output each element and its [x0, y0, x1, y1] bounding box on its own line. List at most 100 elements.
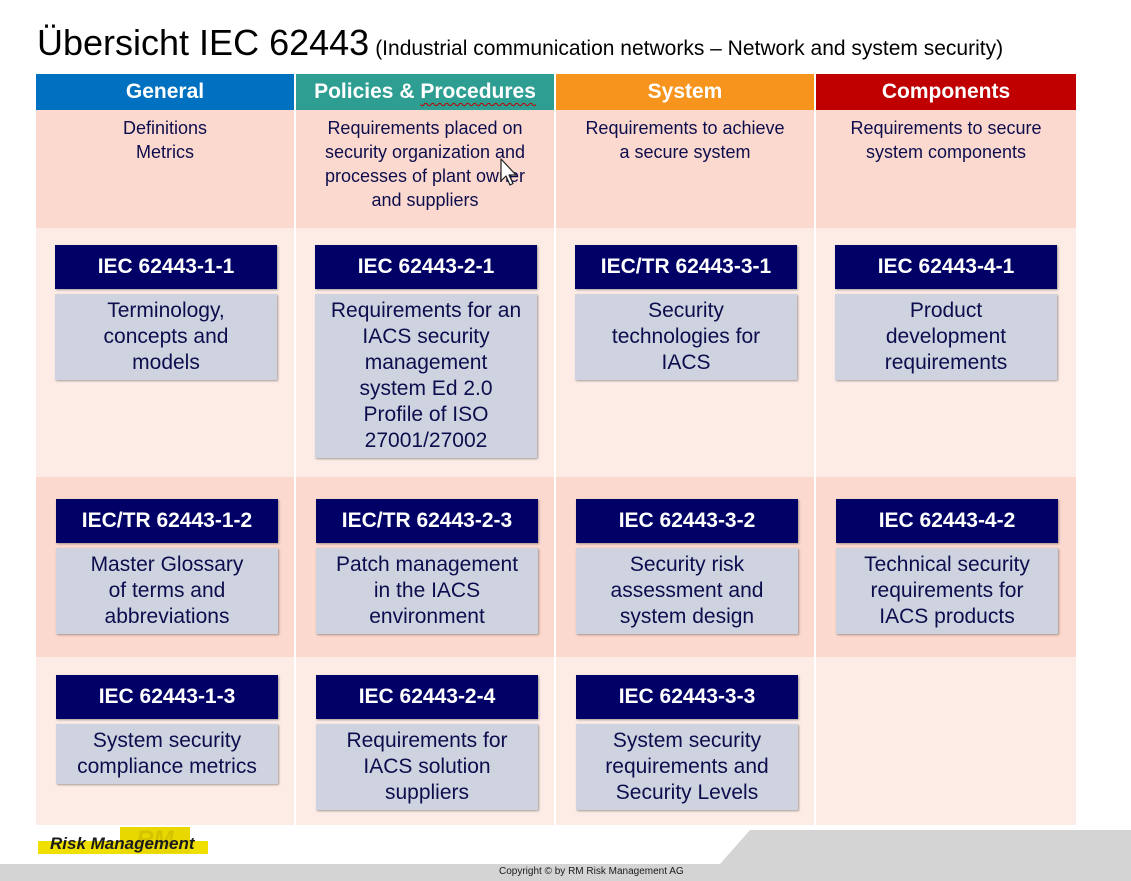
mouse-cursor-icon: [500, 158, 517, 186]
row2-system-cell: IEC 62443-3-2 Security risk assessment a…: [556, 477, 816, 657]
description-line: Requirements to achieve: [585, 118, 785, 138]
standard-card-2-1: IEC 62443-2-1 Requirements for an IACS s…: [315, 245, 537, 458]
row1-system-cell: IEC/TR 62443-3-1 Security technologies f…: [556, 228, 816, 477]
standard-id: IEC 62443-1-3: [56, 675, 278, 719]
row3-system-cell: IEC 62443-3-3 System security requiremen…: [556, 657, 816, 825]
standard-card-1-2: IEC/TR 62443-1-2 Master Glossary of term…: [56, 499, 278, 634]
standard-id: IEC 62443-1-1: [55, 245, 277, 289]
standard-description-line: Profile of ISO: [363, 403, 489, 426]
description-line: processes of plant owner: [324, 166, 526, 186]
standard-description-line: System security: [92, 729, 242, 752]
row2-policies-cell: IEC/TR 62443-2-3 Patch management in the…: [296, 477, 556, 657]
standard-id: IEC/TR 62443-1-2: [56, 499, 278, 543]
header-policies-part2: Procedures: [420, 80, 536, 103]
standard-description-line: in the IACS: [373, 579, 481, 602]
description-policies: Requirements placed on security organiza…: [296, 110, 556, 228]
standard-id: IEC 62443-2-1: [315, 245, 537, 289]
column-header-general: General: [36, 74, 296, 110]
company-logo: RM Risk Management: [38, 827, 208, 855]
description-line: Metrics: [136, 142, 194, 162]
standard-description: Security technologies for IACS: [575, 294, 797, 380]
standard-description-line: compliance metrics: [77, 755, 257, 778]
standard-description-line: system design: [619, 605, 755, 628]
row2-components-cell: IEC 62443-4-2 Technical security require…: [816, 477, 1076, 657]
description-general: Definitions Metrics: [36, 110, 296, 228]
standard-description-line: technologies for: [611, 325, 761, 348]
header-policies-part1: Policies: [314, 80, 394, 103]
standard-id: IEC/TR 62443-2-3: [316, 499, 538, 543]
standard-description-line: of terms and: [108, 579, 226, 602]
standard-description: Requirements for an IACS security manage…: [315, 294, 537, 458]
standard-id: IEC/TR 62443-3-1: [575, 245, 797, 289]
row2-general-cell: IEC/TR 62443-1-2 Master Glossary of term…: [36, 477, 296, 657]
standard-id: IEC 62443-3-3: [576, 675, 798, 719]
standard-description: Terminology, concepts and models: [55, 294, 277, 380]
row3-components-cell: [816, 657, 1076, 825]
title-subtitle: (Industrial communication networks – Net…: [375, 37, 1004, 60]
standard-description-line: management: [364, 351, 488, 374]
standard-description-line: requirements: [884, 351, 1008, 374]
standard-description-line: 27001/27002: [364, 429, 488, 452]
standard-card-4-2: IEC 62443-4-2 Technical security require…: [836, 499, 1058, 634]
standard-description-line: Patch management: [335, 553, 519, 576]
standard-description-line: System security: [612, 729, 762, 752]
description-system: Requirements to achieve a secure system: [556, 110, 816, 228]
description-line: Definitions: [122, 118, 208, 138]
description-components: Requirements to secure system components: [816, 110, 1076, 228]
column-header-system: System: [556, 74, 816, 110]
standard-id: IEC 62443-2-4: [316, 675, 538, 719]
standard-description: System security compliance metrics: [56, 724, 278, 784]
title-main: Übersicht IEC 62443: [37, 22, 370, 63]
standard-description-line: system Ed 2.0: [359, 377, 493, 400]
column-header-policies: Policies & Procedures: [296, 74, 556, 110]
standard-description-line: IACS solution: [363, 755, 491, 778]
description-line: and suppliers: [371, 190, 479, 210]
standard-id: IEC 62443-4-2: [836, 499, 1058, 543]
logo-mark: RM: [120, 827, 190, 853]
standard-description: Technical security requirements for IACS…: [836, 548, 1058, 634]
standard-description-line: requirements for: [870, 579, 1024, 602]
description-line: system components: [865, 142, 1027, 162]
logo-text: Risk Management: [50, 834, 195, 853]
standard-description-line: Technical security: [864, 553, 1030, 576]
standard-description-line: suppliers: [384, 781, 470, 804]
standard-description-line: IACS security: [362, 325, 490, 348]
description-line: Requirements placed on: [327, 118, 523, 138]
row1-components-cell: IEC 62443-4-1 Product development requir…: [816, 228, 1076, 477]
standard-description: Requirements for IACS solution suppliers: [316, 724, 538, 810]
standard-description-line: Product: [909, 299, 983, 322]
standard-description: Patch management in the IACS environment: [316, 548, 538, 634]
page-title: Übersicht IEC 62443(Industrial communica…: [37, 22, 1003, 64]
standard-description-line: development: [885, 325, 1007, 348]
standard-description-line: Security: [648, 299, 724, 322]
standard-card-3-2: IEC 62443-3-2 Security risk assessment a…: [576, 499, 798, 634]
standard-description-line: Security risk: [629, 553, 745, 576]
standard-description-line: IACS: [661, 351, 711, 374]
row1-policies-cell: IEC 62443-2-1 Requirements for an IACS s…: [296, 228, 556, 477]
standard-id: IEC 62443-3-2: [576, 499, 798, 543]
standard-card-3-1: IEC/TR 62443-3-1 Security technologies f…: [575, 245, 797, 380]
footer-band: [0, 864, 1131, 881]
standard-description-line: abbreviations: [104, 605, 230, 628]
standard-description-line: Security Levels: [615, 781, 759, 804]
row3-general-cell: IEC 62443-1-3 System security compliance…: [36, 657, 296, 825]
standard-description-line: IACS products: [879, 605, 1015, 628]
standard-description-line: Requirements for: [346, 729, 508, 752]
standard-description-line: assessment and: [610, 579, 764, 602]
standard-description: Security risk assessment and system desi…: [576, 548, 798, 634]
standard-description-line: Requirements for an: [330, 299, 522, 322]
column-header-components: Components: [816, 74, 1076, 110]
standard-description-line: models: [132, 351, 200, 374]
header-policies-amp: &: [393, 80, 421, 103]
description-line: a secure system: [619, 142, 751, 162]
standard-card-2-4: IEC 62443-2-4 Requirements for IACS solu…: [316, 675, 538, 810]
standard-description-line: requirements and: [605, 755, 769, 778]
standard-id: IEC 62443-4-1: [835, 245, 1057, 289]
standard-description-line: concepts and: [103, 325, 229, 348]
standard-description: System security requirements and Securit…: [576, 724, 798, 810]
description-line: security organization and: [324, 142, 526, 162]
standard-description-line: environment: [369, 605, 485, 628]
copyright-text: Copyright © by RM Risk Management AG: [499, 866, 684, 877]
standard-card-4-1: IEC 62443-4-1 Product development requir…: [835, 245, 1057, 380]
row3-policies-cell: IEC 62443-2-4 Requirements for IACS solu…: [296, 657, 556, 825]
